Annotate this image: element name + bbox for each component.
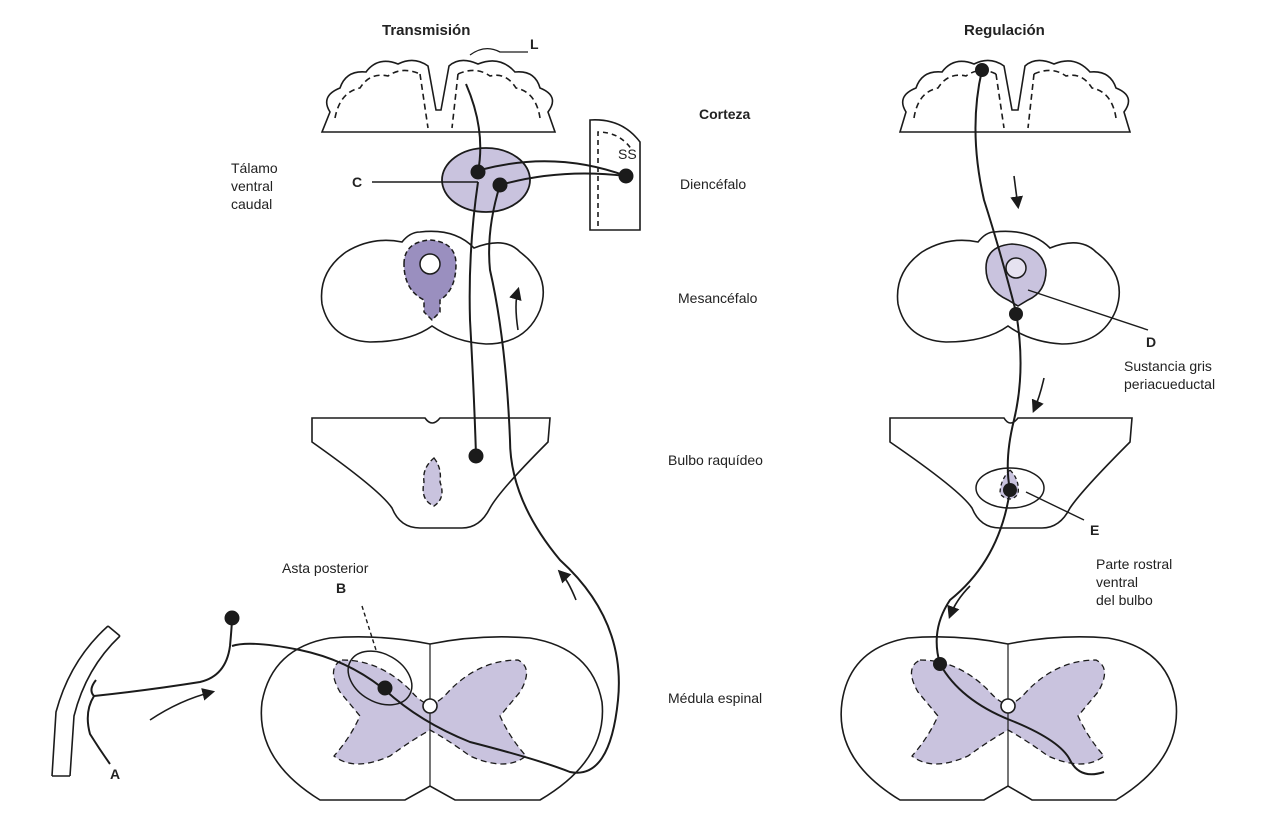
level-label-diencephalon: Diencéfalo — [680, 176, 746, 193]
regulation-somas — [933, 63, 1023, 671]
label-ss: SS — [618, 146, 637, 163]
label-e: E — [1090, 522, 1099, 539]
header-transmission: Transmisión — [382, 22, 470, 40]
label-d: D — [1146, 334, 1156, 351]
label-parte-1: Parte rostral — [1096, 556, 1172, 573]
label-sustancia-1: Sustancia gris — [1124, 358, 1212, 375]
label-asta-posterior: Asta posterior — [282, 560, 368, 577]
midbrain-right — [898, 231, 1120, 344]
header-regulation: Regulación — [964, 22, 1045, 40]
cortex-right — [900, 60, 1130, 132]
label-talamo-3: caudal — [231, 196, 272, 213]
label-talamo-2: ventral — [231, 178, 273, 195]
level-label-cortex: Corteza — [699, 106, 750, 123]
label-a: A — [110, 766, 120, 783]
cortex-left — [322, 49, 555, 132]
label-talamo-1: Tálamo — [231, 160, 278, 177]
label-c: C — [352, 174, 362, 191]
level-label-midbrain: Mesancéfalo — [678, 290, 757, 307]
level-label-medulla: Bulbo raquídeo — [668, 452, 763, 469]
label-b: B — [336, 580, 346, 597]
midbrain-left — [322, 231, 544, 344]
label-parte-3: del bulbo — [1096, 592, 1153, 609]
skin-segment — [52, 626, 120, 776]
spinal-cord-left — [261, 637, 602, 800]
label-parte-2: ventral — [1096, 574, 1138, 591]
spinal-cord-right — [841, 637, 1176, 800]
label-l: L — [530, 36, 539, 53]
label-sustancia-2: periacueductal — [1124, 376, 1215, 393]
level-label-spinal-cord: Médula espinal — [668, 690, 762, 707]
